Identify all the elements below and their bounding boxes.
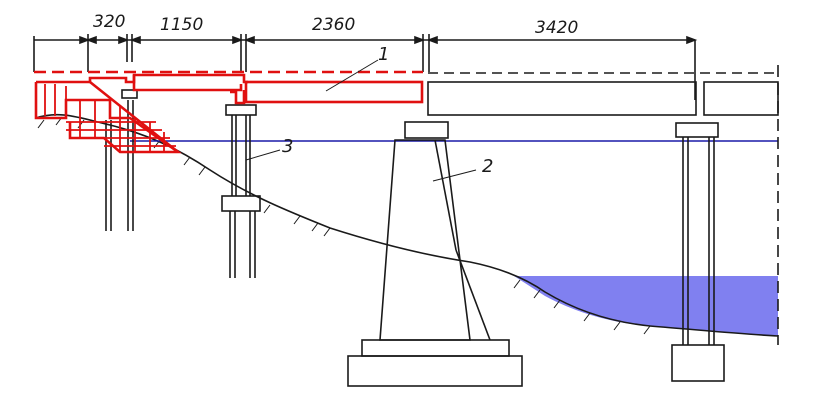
pile-support-3 xyxy=(221,104,261,278)
dimension-320: 320 xyxy=(93,12,125,32)
leader-lines xyxy=(245,59,477,182)
pier-2 xyxy=(347,121,523,387)
label-3: 3 xyxy=(282,136,293,157)
dimension-3420: 3420 xyxy=(535,18,578,38)
label-2: 2 xyxy=(482,156,493,177)
dimension-1150: 1150 xyxy=(160,15,203,35)
existing-span-beams xyxy=(427,72,779,116)
temporary-structure-red xyxy=(34,70,424,154)
right-pier xyxy=(671,122,725,382)
dimension-2360: 2360 xyxy=(312,15,355,35)
dimension-line xyxy=(33,34,698,100)
ground-hatching xyxy=(37,116,651,335)
water-body xyxy=(514,276,778,336)
ground-slope xyxy=(35,113,779,337)
label-1: 1 xyxy=(378,44,389,65)
